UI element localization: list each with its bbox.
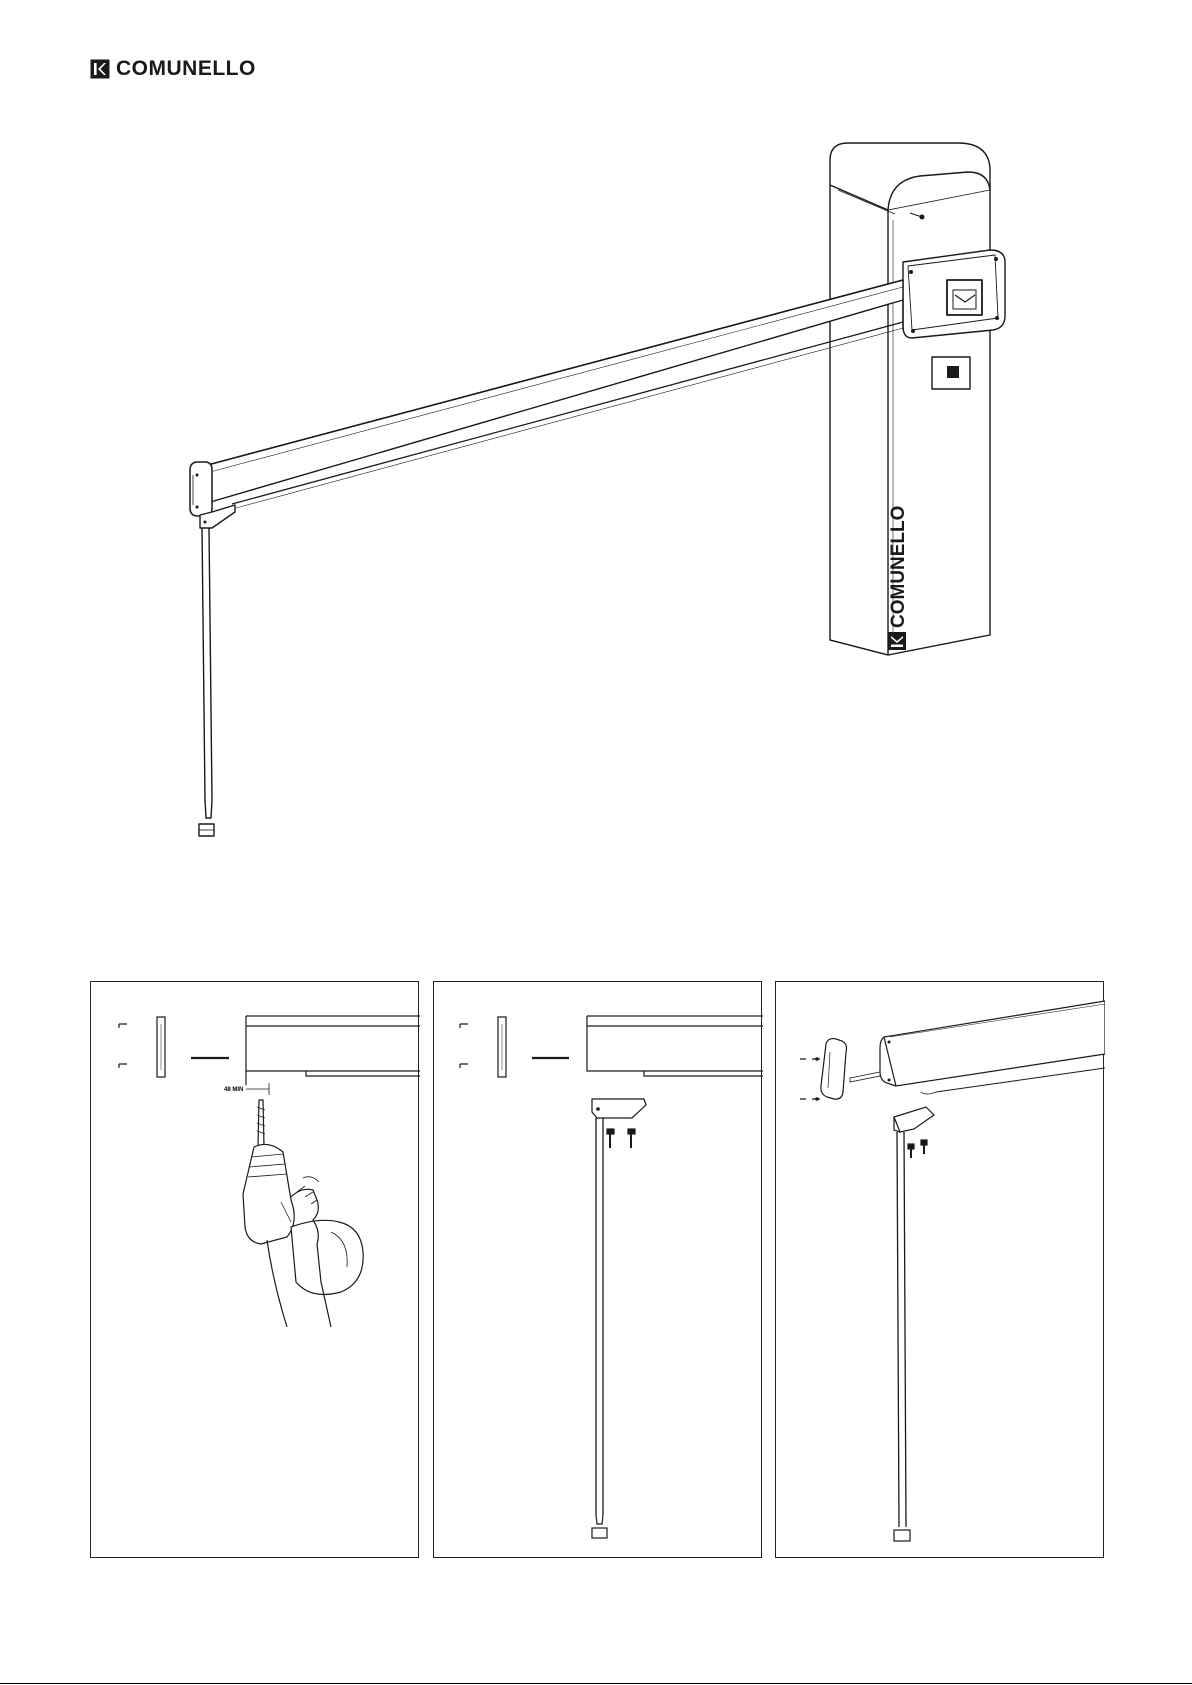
bracket-step-illustration [434, 982, 763, 1559]
barrier-beam [200, 280, 903, 505]
endcap-step-illustration [776, 982, 1105, 1559]
page-bottom-rule [0, 1683, 1192, 1684]
column-brand-text: COMUNELLO [888, 506, 909, 650]
drill-step-illustration: 48 MIN [91, 982, 420, 1559]
instruction-panel-endcap [775, 981, 1104, 1558]
barrier-column [830, 143, 990, 655]
instruction-panel-bracket [433, 981, 762, 1558]
instruction-panel-drill: 48 MIN [90, 981, 419, 1558]
column-brand-label: COMUNELLO [888, 506, 909, 628]
minimum-dimension-label: 48 MIN [224, 1087, 243, 1093]
barrier-illustration: COMUNELLO [0, 0, 1192, 900]
